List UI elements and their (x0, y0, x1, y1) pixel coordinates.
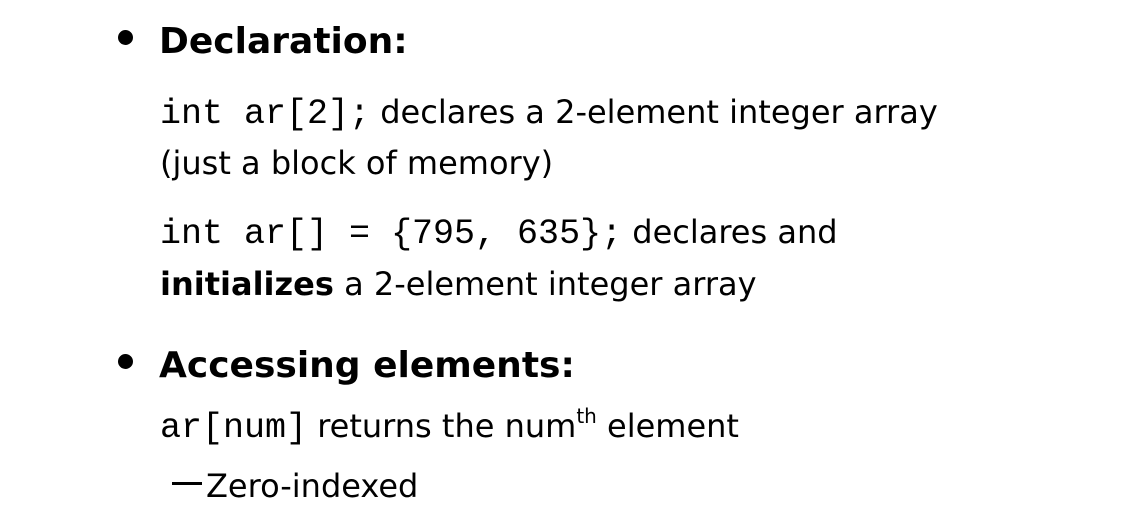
dash-icon (172, 481, 202, 485)
sub-item-zero-indexed: Zero-indexed (172, 466, 418, 506)
bullet-declaration: Declaration: (118, 20, 408, 64)
declaration-line-3: int ar[] = {795, 635}; declares and (160, 212, 838, 254)
bullet-accessing: Accessing elements: (118, 344, 575, 388)
declaration-line-4-text: a 2-element integer array (333, 265, 757, 303)
code-ar-num: ar[num] (160, 408, 308, 448)
bullet-dot-icon (118, 29, 133, 45)
initializes-bold: initializes (160, 265, 334, 303)
declaration-line-4: initializes a 2-element integer array (160, 264, 757, 304)
heading-declaration: Declaration: (159, 21, 408, 62)
superscript-th: th (576, 404, 597, 428)
declaration-line-2-text: (just a block of memory) (160, 144, 554, 182)
declaration-line-3-text: declares and (622, 213, 838, 251)
code-int-ar-init: int ar[] = {795, 635}; (160, 214, 623, 254)
declaration-line-2: (just a block of memory) (160, 143, 553, 183)
declaration-line-1-text: declares a 2-element integer array (370, 93, 938, 131)
declaration-line-1: int ar[2]; declares a 2-element integer … (160, 92, 938, 134)
accessing-line-1: ar[num] returns the numth element (160, 406, 739, 448)
accessing-text-before: returns the num (307, 407, 577, 445)
accessing-text-after: element (596, 407, 739, 445)
sub-item-text: Zero-indexed (206, 467, 419, 505)
bullet-dot-icon (118, 353, 133, 369)
code-int-ar-2: int ar[2]; (160, 94, 371, 134)
heading-accessing: Accessing elements: (159, 345, 575, 386)
